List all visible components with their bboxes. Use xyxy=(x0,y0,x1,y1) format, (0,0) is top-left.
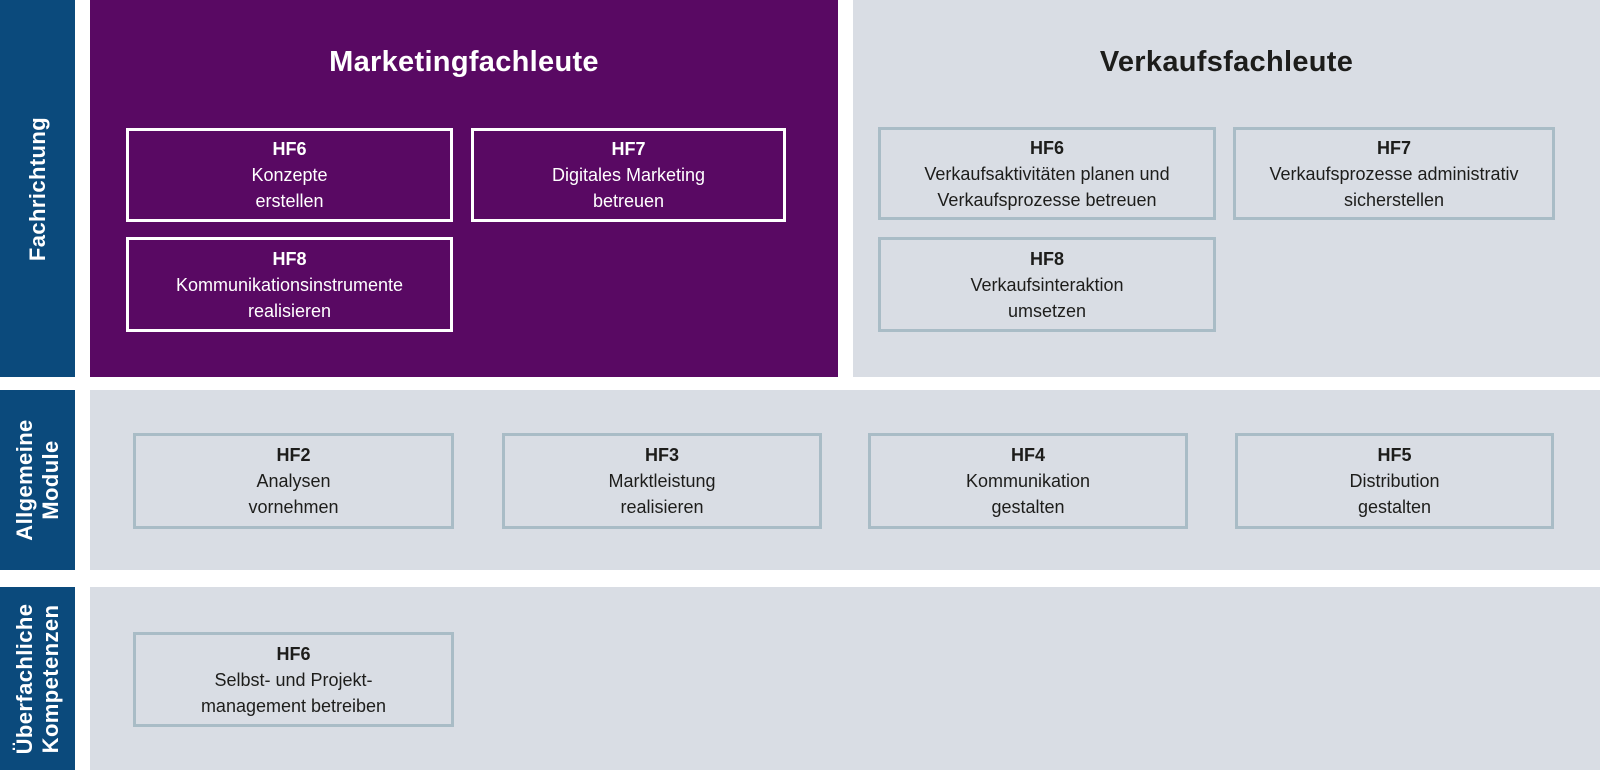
module-description: Kommunikation gestalten xyxy=(965,471,1091,517)
module-box-marketing-hf7: HF7 Digitales Marketing betreuen xyxy=(471,128,786,222)
row-header-fachrichtung: Fachrichtung xyxy=(0,0,75,377)
module-box-verkauf-hf6: HF6 Verkaufsaktivitäten planen und Verka… xyxy=(878,127,1216,220)
module-box-marketing-hf8: HF8 Kommunikationsinstrumente realisiere… xyxy=(126,237,453,332)
module-description: Analysen vornehmen xyxy=(248,471,339,517)
panel-allgemeine-module: HF2 Analysen vornehmen HF3 Marktleistung… xyxy=(90,390,1600,570)
module-code: HF8 xyxy=(1029,248,1064,269)
module-description: Digitales Marketing betreuen xyxy=(551,165,706,211)
module-code: HF6 xyxy=(1029,137,1064,158)
module-code: HF6 xyxy=(272,139,307,159)
panel-ueberfachliche-kompetenzen: HF6 Selbst- und Projekt- management betr… xyxy=(90,587,1600,770)
row-header-label: Allgemeine Module xyxy=(11,419,63,541)
module-box-marketing-hf6: HF6 Konzepte erstellen xyxy=(126,128,453,222)
module-code: HF4 xyxy=(1010,445,1045,465)
module-code: HF2 xyxy=(276,445,311,465)
module-code: HF6 xyxy=(276,643,311,664)
module-description: Selbst- und Projekt- management betreibe… xyxy=(200,669,387,716)
panel-title-marketingfachleute: Marketingfachleute xyxy=(329,46,599,78)
row-ueberfachliche-kompetenzen: Überfachliche Kompetenzen HF6 Selbst- un… xyxy=(0,587,1600,770)
row-header-allgemeine-module: Allgemeine Module xyxy=(0,390,75,570)
module-code: HF7 xyxy=(611,139,646,159)
module-code: HF3 xyxy=(644,445,679,465)
row-header-label: Fachrichtung xyxy=(24,116,50,261)
panel-marketingfachleute: Marketingfachleute HF6 Konzepte erstelle… xyxy=(90,0,838,377)
module-box-hf2: HF2 Analysen vornehmen xyxy=(133,433,454,529)
module-box-hf5: HF5 Distribution gestalten xyxy=(1235,433,1554,529)
row-allgemeine-module: Allgemeine Module HF2 Analysen vornehmen… xyxy=(0,390,1600,570)
module-box-hf3: HF3 Marktleistung realisieren xyxy=(502,433,822,529)
module-description: Verkaufsinteraktion umsetzen xyxy=(970,274,1124,321)
module-code: HF7 xyxy=(1376,137,1411,158)
module-box-verkauf-hf7: HF7 Verkaufsprozesse administrativ siche… xyxy=(1233,127,1555,220)
module-description: Marktleistung realisieren xyxy=(608,471,716,517)
module-code: HF5 xyxy=(1377,445,1412,465)
module-box-hf4: HF4 Kommunikation gestalten xyxy=(868,433,1188,529)
module-description: Distribution gestalten xyxy=(1349,471,1440,517)
row-fachrichtung: Fachrichtung Marketingfachleute HF6 Konz… xyxy=(0,0,1600,377)
module-description: Verkaufsprozesse administrativ sicherste… xyxy=(1269,163,1519,210)
module-box-ueberfachlich-hf6: HF6 Selbst- und Projekt- management betr… xyxy=(133,632,454,727)
row-header-ueberfachliche-kompetenzen: Überfachliche Kompetenzen xyxy=(0,587,75,770)
panel-verkaufsfachleute: Verkaufsfachleute HF6 Verkaufsaktivitäte… xyxy=(853,0,1600,377)
panel-title-verkaufsfachleute: Verkaufsfachleute xyxy=(1099,46,1354,78)
module-description: Kommunikationsinstrumente realisieren xyxy=(175,274,404,321)
module-code: HF8 xyxy=(272,248,307,269)
module-description: Verkaufsaktivitäten planen und Verkaufsp… xyxy=(924,163,1170,210)
module-description: Konzepte erstellen xyxy=(251,165,328,211)
module-box-verkauf-hf8: HF8 Verkaufsinteraktion umsetzen xyxy=(878,237,1216,332)
row-header-label: Überfachliche Kompetenzen xyxy=(11,603,63,754)
